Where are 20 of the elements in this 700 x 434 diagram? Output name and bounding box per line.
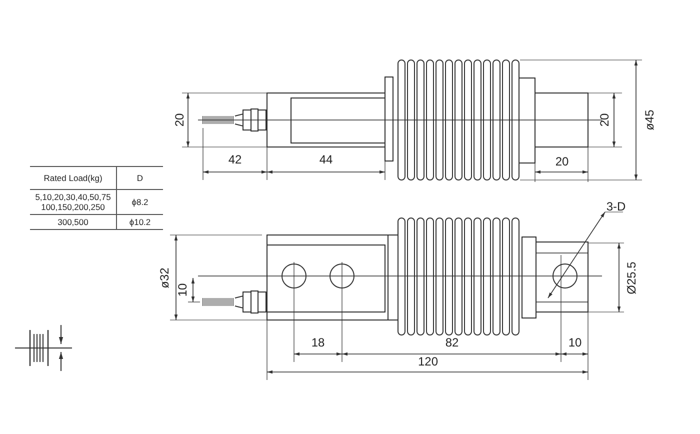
diameter-value: ϕ8.2 xyxy=(130,197,150,207)
load-values: 300,500 xyxy=(56,217,90,227)
load-values: 5,10,20,30,40,50,75 100,150,200,250 xyxy=(34,192,112,212)
dimension-value: 10 xyxy=(176,283,190,297)
dimension-value: 10 xyxy=(568,336,582,350)
callout-label: 3-D xyxy=(606,200,626,214)
dimension-value: 18 xyxy=(311,336,325,350)
dimension-value: 20 xyxy=(598,113,612,127)
dimension-value: ø32 xyxy=(158,268,172,288)
dimension-value: 120 xyxy=(418,356,438,368)
dimension-value: 44 xyxy=(319,154,333,166)
column-header: Rated Load(kg) xyxy=(42,172,104,185)
dimension-value: 42 xyxy=(228,154,242,166)
dimension-value: ø45 xyxy=(644,110,656,130)
column-header: D xyxy=(136,172,144,185)
dimension-value: 82 xyxy=(445,336,459,350)
diameter-value: ϕ10.2 xyxy=(128,217,152,227)
dimension-value: 20 xyxy=(555,156,569,168)
dimension-value: 20 xyxy=(174,113,186,127)
dimension-value: Ø25.5 xyxy=(626,262,638,294)
